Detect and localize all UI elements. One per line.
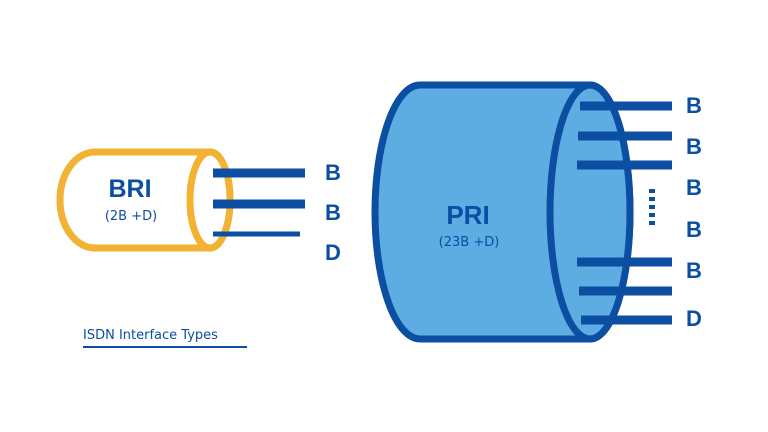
pri-channel-label: B [686,134,702,159]
pri-title: PRI [446,200,489,230]
pri-ellipsis-dots [649,189,655,225]
pri-channel-label: B [686,258,702,283]
pri-subtitle: (23B +D) [439,235,500,250]
pri-channel-lines [577,101,672,325]
bri-channel-label: D [325,240,341,265]
pri-channel-label: B [686,175,702,200]
pri-channel-label: B [686,217,702,242]
pri-end-cap [546,81,634,343]
pri-cylinder [371,81,634,343]
pri-channel-label: B [686,93,702,118]
bri-title: BRI [108,175,151,203]
pri-channel-label: D [686,306,702,331]
bri-channel-label: B [325,160,341,185]
bri-subtitle: (2B +D) [105,209,157,224]
bri-channel-lines [213,168,305,237]
bri-cylinder [56,148,234,252]
diagram-caption: ISDN Interface Types [83,328,218,343]
bri-channel-label: B [325,200,341,225]
